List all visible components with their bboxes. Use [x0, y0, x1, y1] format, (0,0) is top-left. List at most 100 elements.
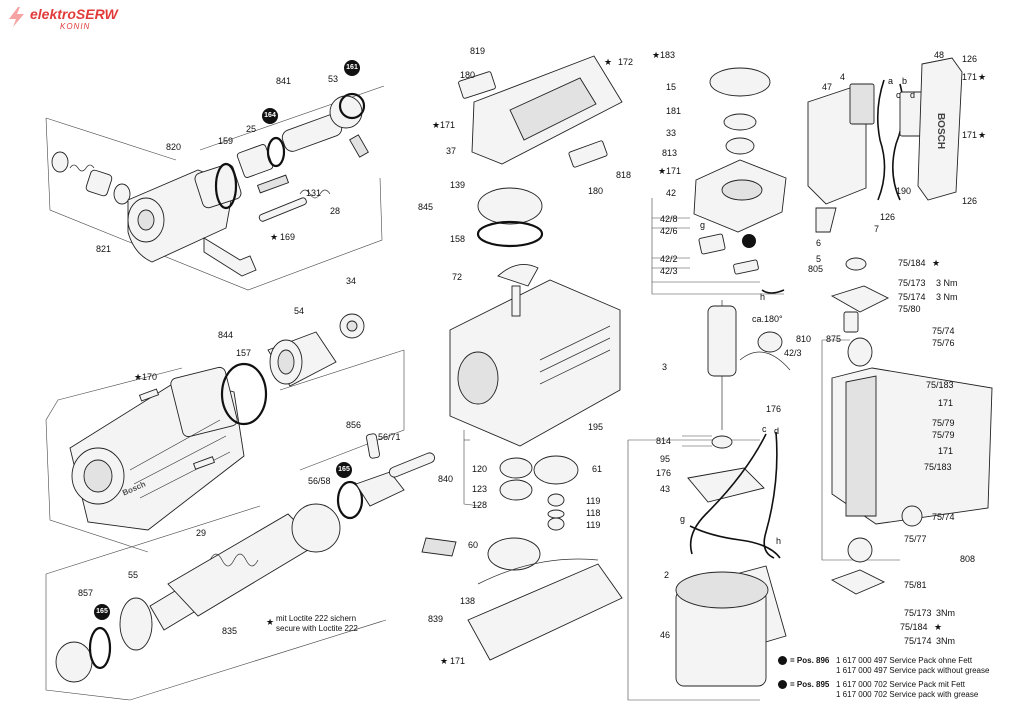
label-75-74: 75/74	[932, 326, 955, 336]
label-176: 176	[766, 404, 782, 414]
service-pack-dot	[778, 656, 787, 665]
label-118: 118	[586, 508, 601, 518]
service-pack-pos: = Pos. 896	[790, 656, 830, 665]
label-ca-180: ca.180°	[752, 314, 783, 324]
label-61: 61	[592, 464, 603, 474]
label-835: 835	[222, 626, 238, 636]
label-171: 171	[962, 130, 978, 140]
label-857: 857	[78, 588, 94, 598]
wire-label-h: h	[776, 536, 782, 546]
loctite-note: mit Loctite 222 sichern secure with Loct…	[276, 614, 358, 634]
star-icon: ★	[652, 50, 661, 60]
service-pack-pos: = Pos. 895	[790, 680, 830, 689]
gear-housing-parts	[449, 55, 623, 447]
service-pack-line2: 1 617 000 497 Service pack without greas…	[836, 666, 990, 675]
watermark-logo: elektroSERW KONIN	[6, 4, 132, 34]
label-46: 46	[660, 630, 671, 640]
label-120: 120	[472, 464, 488, 474]
label-54: 54	[294, 306, 305, 316]
label-3: 3	[662, 362, 668, 372]
label-4: 4	[840, 72, 846, 82]
label-119: 119	[586, 496, 601, 506]
watermark-brand: elektroSERW	[30, 6, 118, 22]
loctite-note-line1: mit Loctite 222 sichern	[276, 614, 357, 623]
label-42: 42	[666, 188, 677, 198]
label-42-3: 42/3	[784, 348, 802, 358]
wire-label-c: c	[762, 424, 767, 434]
service-pack-line1: 1 617 000 702 Service Pack mit Fett	[836, 680, 965, 689]
label-128: 128	[472, 500, 488, 510]
label-805: 805	[808, 264, 824, 274]
handle-parts	[807, 57, 993, 595]
label-131: 131	[306, 188, 322, 198]
label-torque-3nm: 3 Nm	[936, 278, 958, 288]
star-icon: ★	[934, 622, 943, 632]
label-169: 169	[280, 232, 296, 242]
label-75-184: 75/184	[900, 622, 928, 632]
label-839: 839	[428, 614, 444, 624]
label-814: 814	[656, 436, 672, 446]
badge-165: 165	[336, 462, 352, 478]
label-808: 808	[960, 554, 976, 564]
label-55: 55	[128, 570, 139, 580]
wire-label-a: a	[888, 76, 894, 86]
label-53: 53	[328, 74, 339, 84]
badge-165: 165	[94, 604, 110, 620]
label-42-6: 42/6	[660, 226, 678, 236]
label-181: 181	[666, 106, 682, 116]
frame-group-820	[45, 85, 385, 291]
label-75-77: 75/77	[904, 534, 927, 544]
label-126: 126	[880, 212, 896, 222]
label-34: 34	[346, 276, 357, 286]
label-172: 172	[618, 57, 634, 67]
label-75-173: 75/173	[898, 278, 926, 288]
label-56-71: 56/71	[378, 432, 401, 442]
label-171: 171	[440, 120, 456, 130]
label-157: 157	[236, 348, 252, 358]
label-75-183: 75/183	[924, 462, 952, 472]
label-33: 33	[666, 128, 677, 138]
label-75-76: 75/76	[932, 338, 955, 348]
label-6: 6	[816, 238, 822, 248]
label-170: 170	[142, 372, 158, 382]
label-841: 841	[276, 76, 292, 86]
frame-group-840	[463, 430, 481, 507]
label-torque-3nm: 3 Nm	[936, 292, 958, 302]
label-138: 138	[460, 596, 476, 606]
label-42-3: 42/3	[660, 266, 678, 276]
wire-label-c: c	[896, 90, 901, 100]
label-47: 47	[822, 82, 833, 92]
service-pack-line1: 1 617 000 497 Service Pack ohne Fett	[836, 656, 973, 665]
label-29: 29	[196, 528, 207, 538]
label-60: 60	[468, 540, 479, 550]
service-pack-896: = Pos. 896 1 617 000 497 Service Pack oh…	[778, 656, 1018, 680]
service-pack-legend: = Pos. 896 1 617 000 497 Service Pack oh…	[778, 656, 1018, 704]
label-180: 180	[588, 186, 604, 196]
label-126: 126	[962, 196, 978, 206]
frame-group-875	[821, 339, 900, 561]
label-158: 158	[450, 234, 466, 244]
star-icon: ★	[978, 72, 987, 82]
label-torque-3nm: 3Nm	[936, 608, 956, 618]
wire-label-d: d	[774, 426, 780, 436]
star-icon: ★	[604, 57, 613, 67]
label-2: 2	[664, 570, 670, 580]
frame-group-835	[45, 505, 387, 701]
label-180: 180	[460, 70, 476, 80]
label-42-2: 42/2	[660, 254, 678, 264]
label-42-8: 42/8	[660, 214, 678, 224]
star-icon: ★	[932, 258, 941, 268]
label-72: 72	[452, 272, 463, 282]
label-75-173: 75/173	[904, 608, 932, 618]
label-torque-3nm: 3Nm	[936, 636, 956, 646]
label-810: 810	[796, 334, 812, 344]
service-pack-line2: 1 617 000 702 Service pack with grease	[836, 690, 979, 699]
label-171: 171	[962, 72, 978, 82]
label-820: 820	[166, 142, 182, 152]
wire-label-g: g	[680, 514, 686, 524]
loctite-note-line2: secure with Loctite 222	[276, 624, 358, 633]
label-171: 171	[938, 398, 954, 408]
label-5: 5	[816, 254, 822, 264]
label-43: 43	[660, 484, 671, 494]
